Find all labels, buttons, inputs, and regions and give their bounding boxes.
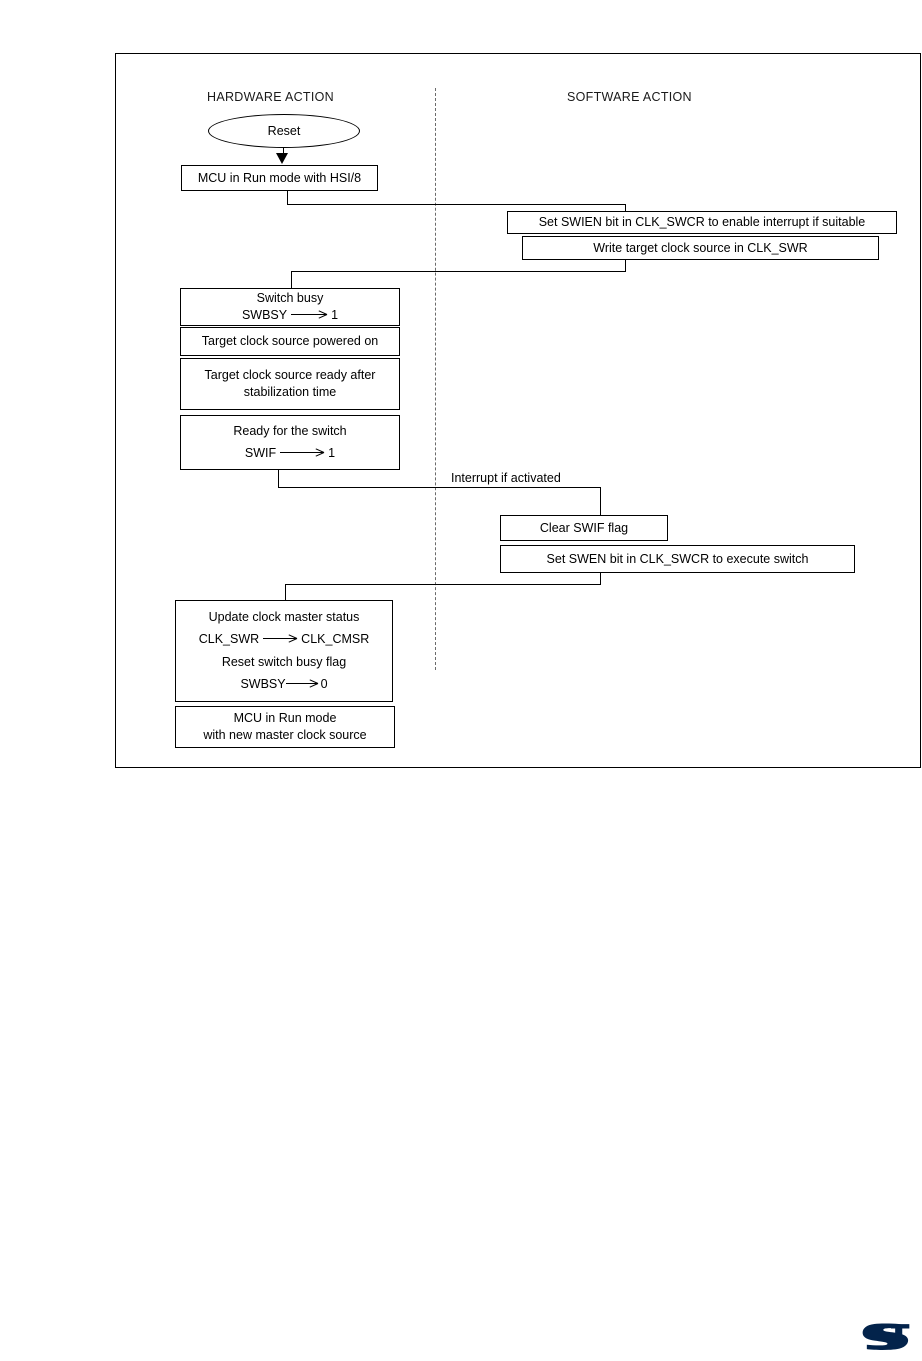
connector-mcu-right [287, 204, 625, 206]
node-mcu-run-new-clock-line2: with new master clock source [203, 728, 367, 742]
assignment-arrow-icon [280, 448, 325, 457]
node-clock-ready-stabilization: Target clock source ready after stabiliz… [180, 358, 400, 410]
connector-interrupt-right [278, 487, 601, 489]
interrupt-if-activated-label: Interrupt if activated [449, 471, 563, 485]
connector-mcu-down [287, 191, 289, 205]
node-mcu-run-hsi-label: MCU in Run mode with HSI/8 [197, 170, 362, 185]
node-clock-powered-on: Target clock source powered on [180, 327, 400, 356]
node-set-swen: Set SWEN bit in CLK_SWCR to execute swit… [500, 545, 855, 573]
assignment-arrow-icon [291, 310, 328, 319]
connector-into-update-status [285, 584, 287, 600]
connector-into-set-swien [624, 204, 626, 212]
node-reset-busy-lhs: SWBSY [240, 677, 286, 692]
connector-set-swen-down [600, 573, 602, 585]
node-switch-busy-rhs: 1 [331, 308, 339, 322]
node-update-status-rhs: CLK_CMSR [301, 632, 370, 647]
connector-write-target-down [624, 260, 626, 272]
assignment-arrow-icon [285, 679, 318, 688]
node-mcu-run-hsi: MCU in Run mode with HSI/8 [181, 165, 378, 191]
node-update-status-title: Update clock master status [208, 609, 360, 624]
assignment-arrow-icon [263, 634, 298, 643]
node-switch-busy: Switch busy SWBSY 1 [180, 288, 400, 326]
node-switch-busy-assignment: SWBSY 1 [242, 307, 338, 324]
node-ready-for-switch: Ready for the switch SWIF 1 [180, 415, 400, 470]
connector-into-clear-swif [600, 487, 602, 515]
node-set-swien: Set SWIEN bit in CLK_SWCR to enable inte… [507, 211, 897, 234]
node-clear-swif-flag: Clear SWIF flag [500, 515, 668, 541]
node-reset-busy-title: Reset switch busy flag [221, 654, 347, 669]
node-clock-powered-on-label: Target clock source powered on [201, 334, 379, 349]
node-reset-busy-assignment: SWBSY 0 [240, 676, 327, 693]
node-write-target-clock-label: Write target clock source in CLK_SWR [593, 240, 808, 255]
node-ready-for-switch-rhs: 1 [328, 446, 336, 461]
node-ready-for-switch-title: Ready for the switch [233, 424, 347, 439]
arrowhead-reset-to-mcu [276, 153, 288, 164]
reset-label: Reset [267, 124, 301, 138]
connector-ready-switch-down [278, 470, 280, 488]
reset-node: Reset [208, 114, 360, 148]
node-mcu-run-new-clock-line1: MCU in Run mode [233, 711, 337, 726]
software-action-heading: SOFTWARE ACTION [567, 90, 692, 104]
node-set-swen-label: Set SWEN bit in CLK_SWCR to execute swit… [546, 551, 809, 566]
st-logo [862, 1323, 910, 1350]
node-clock-ready-line2: stabilization time [243, 385, 337, 399]
node-update-status-lhs: CLK_SWR [198, 632, 260, 647]
node-ready-for-switch-assignment: SWIF 1 [245, 445, 335, 462]
connector-write-target-left [291, 271, 625, 273]
node-switch-busy-title: Switch busy [256, 291, 324, 306]
node-write-target-clock: Write target clock source in CLK_SWR [522, 236, 879, 260]
connector-reset-to-mcu [282, 146, 284, 157]
node-ready-for-switch-lhs: SWIF [244, 446, 277, 461]
node-update-status-assignment: CLK_SWR CLK_CMSR [199, 631, 370, 648]
node-set-swien-label: Set SWIEN bit in CLK_SWCR to enable inte… [538, 215, 866, 230]
node-reset-busy-rhs: 0 [320, 677, 328, 692]
connector-into-switch-busy [291, 271, 293, 288]
node-update-clock-master-status: Update clock master status CLK_SWR CLK_C… [175, 600, 393, 702]
node-clock-ready-line1: Target clock source ready after [204, 368, 376, 383]
connector-set-swen-left [285, 584, 601, 586]
node-mcu-run-new-clock: MCU in Run mode with new master clock so… [175, 706, 395, 748]
hardware-action-heading: HARDWARE ACTION [207, 90, 334, 104]
node-switch-busy-lhs: SWBSY [241, 308, 288, 322]
node-clear-swif-flag-label: Clear SWIF flag [539, 520, 629, 535]
hardware-software-divider [435, 88, 436, 670]
